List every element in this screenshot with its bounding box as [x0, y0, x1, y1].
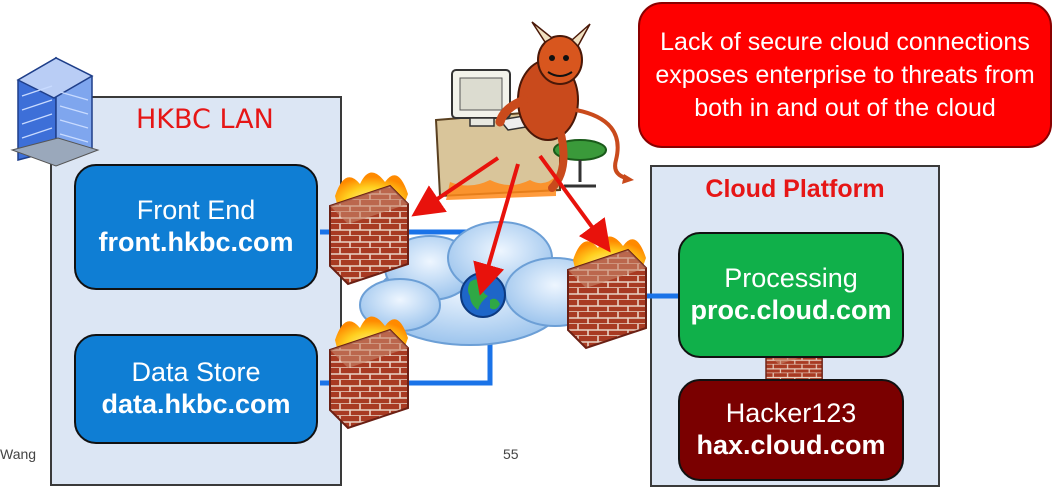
- attack-arrow-internet: [473, 163, 520, 296]
- warning-callout: Lack of secure cloud connections exposes…: [638, 2, 1052, 148]
- front-end-node: Front End front.hkbc.com: [74, 164, 318, 290]
- hacker-devil-icon: [434, 21, 634, 200]
- hacker-label: Hacker123: [725, 398, 857, 429]
- front-end-label: Front End: [136, 195, 256, 226]
- processing-host: proc.cloud.com: [690, 295, 892, 325]
- office-building-icon: [10, 56, 100, 167]
- front-end-host: front.hkbc.com: [98, 227, 294, 257]
- attack-arrow-front-end: [411, 156, 500, 217]
- cloud-platform-title: Cloud Platform: [705, 175, 885, 203]
- attack-arrow-cloud: [538, 154, 611, 253]
- attack-arrows: [411, 154, 611, 296]
- footer-author: Wang: [0, 446, 37, 462]
- firewall-front-end-icon: [329, 172, 409, 286]
- data-store-host: data.hkbc.com: [101, 389, 291, 419]
- lan-title: HKBC LAN: [136, 104, 274, 135]
- firewall-cloud-icon: [567, 236, 647, 350]
- hacker-host: hax.cloud.com: [696, 430, 886, 460]
- data-store-label: Data Store: [131, 357, 261, 388]
- firewall-data-store-icon: [329, 316, 409, 430]
- processing-label: Processing: [724, 263, 858, 294]
- hacker-node: Hacker123 hax.cloud.com: [678, 379, 904, 481]
- data-store-node: Data Store data.hkbc.com: [74, 334, 318, 444]
- processing-node: Processing proc.cloud.com: [678, 232, 904, 358]
- page-number: 55: [503, 446, 519, 462]
